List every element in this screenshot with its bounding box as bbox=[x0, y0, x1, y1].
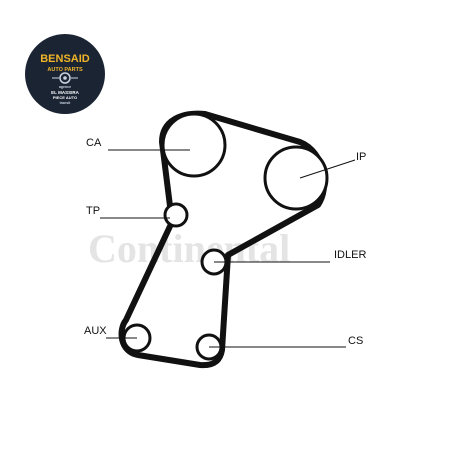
ip-label: IP bbox=[356, 151, 366, 163]
tp-pulley bbox=[163, 202, 189, 228]
ip-leader bbox=[299, 159, 356, 179]
logo-tiny-top: agence bbox=[59, 85, 71, 89]
tp-label: TP bbox=[86, 205, 100, 217]
logo-brand-line2: AUTO PARTS bbox=[47, 67, 83, 73]
ip-pulley bbox=[263, 145, 329, 211]
logo-tiny-bottom: transit bbox=[60, 101, 72, 105]
aux-label: AUX bbox=[84, 325, 107, 337]
watermark-text: Continental bbox=[88, 226, 290, 271]
ca-pulley bbox=[161, 112, 227, 178]
idler-label: IDLER bbox=[334, 249, 366, 261]
ca-label: CA bbox=[86, 137, 102, 149]
logo-brand-line1: BENSAID bbox=[40, 53, 90, 65]
bensaid-logo: BENSAID AUTO PARTS agence EL MASSIRA PIE… bbox=[25, 34, 105, 114]
cs-label: CS bbox=[348, 335, 363, 347]
logo-sub-line1: EL MASSIRA bbox=[51, 90, 79, 95]
gear-icon bbox=[52, 72, 78, 84]
logo-sub-line2: PIECE AUTO bbox=[53, 95, 77, 100]
